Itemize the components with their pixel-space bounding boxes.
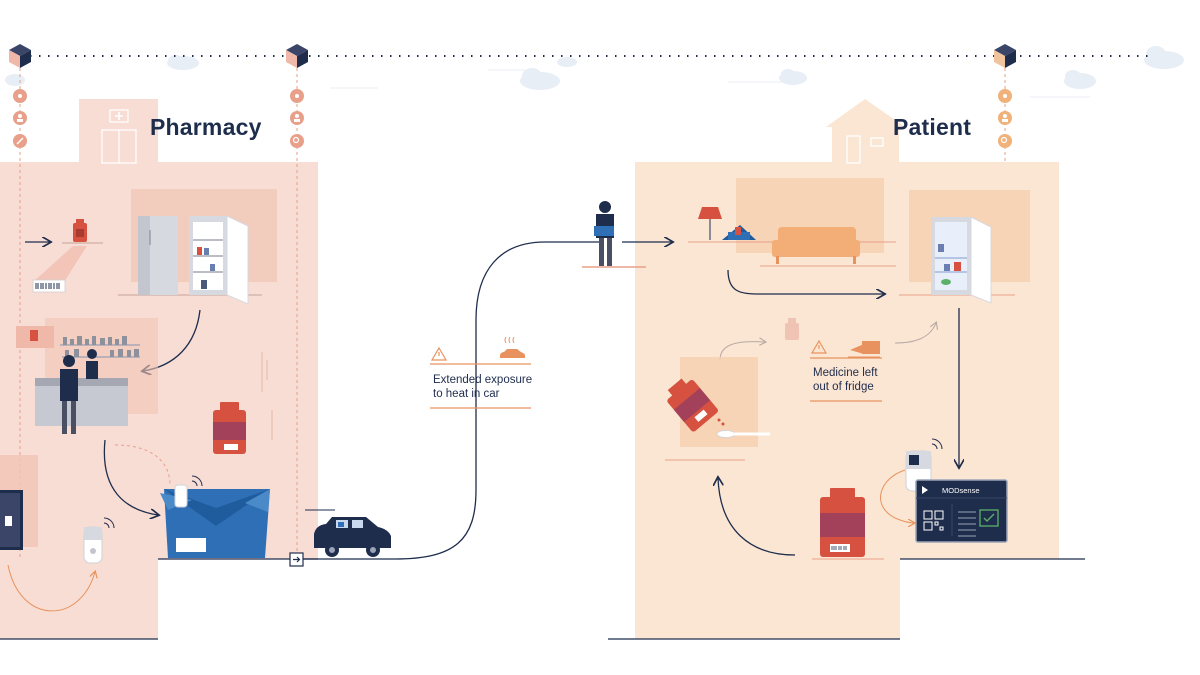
warning-heat-line1: Extended exposure [433,374,533,386]
flow-arrow-counter-to-box [103,439,158,515]
shipping-box [160,475,270,558]
search-icon [290,134,304,148]
flow-arrow-to-fridge [727,269,884,294]
checkpoint-icon [289,552,304,567]
medicine-bottle-patient [812,488,884,560]
pharmacy-shelf [25,219,103,293]
pouring-medicine [665,357,770,461]
monitor-screen-label: MODsense [942,486,980,495]
living-room [688,178,896,267]
hot-car-icon [500,349,525,358]
warning-heat-label: Extended exposure to heat in car [433,373,532,401]
warning-fridge-label: Medicine left out of fridge [813,366,878,394]
sensor-device-pharmacy [83,517,115,564]
delivery-car [314,517,391,557]
warning-left-out-of-fridge [810,339,882,402]
cloud-lines [330,69,1090,98]
small-bottle [785,318,799,340]
checkmark-icon [979,509,999,527]
warning-fridge-line1: Medicine left [813,367,878,379]
warning-heat-line2: to heat in car [433,388,500,400]
pharmacy-cabinet [0,455,38,550]
decor-lines [261,352,273,440]
courier-person [582,201,646,268]
patient-fridge [899,190,1030,304]
search-icon [998,134,1012,148]
medicine-bottle-pharmacy [213,402,246,454]
timeline-icons-1 [13,89,27,148]
warning-triangle-icon [810,339,828,354]
flow-arrow-to-pouring [718,478,796,556]
warning-triangle-icon [430,346,448,361]
warning-heat-in-car [430,336,531,409]
pharmacy-counter [16,318,158,434]
timeline-node-3 [994,44,1016,68]
patient-title: Patient [893,114,972,140]
road-path [303,241,600,560]
timeline-icons-2 [290,89,304,148]
pharmacy-title: Pharmacy [150,114,262,140]
timeline-node-2 [286,44,308,68]
timeline-node-1 [9,44,31,68]
timeline-icons-3 [998,89,1012,148]
warning-fridge-line2: out of fridge [813,381,874,393]
qr-code-icon [923,510,944,531]
clouds [5,46,1184,90]
modsense-monitor [915,479,1008,543]
pharmacy-fridges [118,189,277,305]
